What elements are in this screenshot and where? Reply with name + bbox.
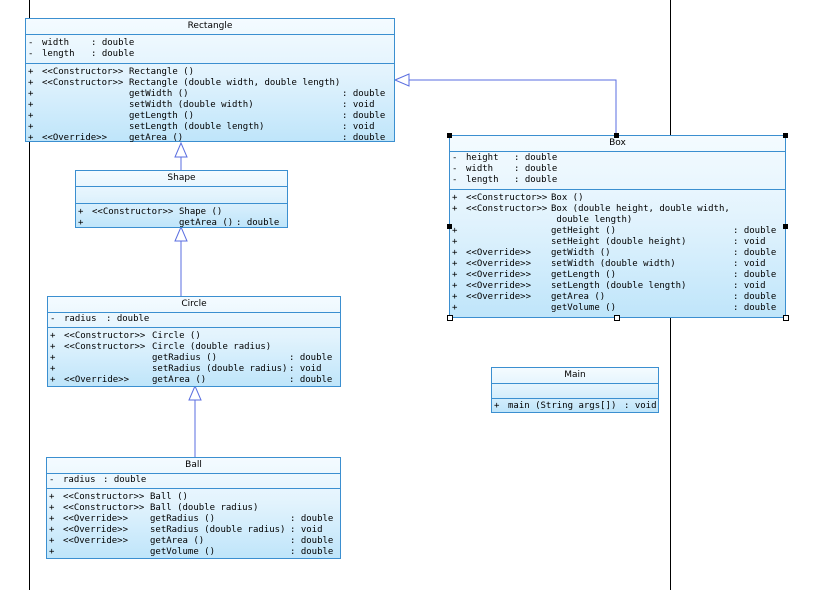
attribute-row: -width: double [28,38,135,48]
operation-row: +<<Override>>getArea (): double [50,375,333,385]
attribute-row: -width: double [452,164,558,174]
class-name: Circle [48,297,340,313]
attributes-section: -width: double -length: double [26,35,394,64]
resize-handle-top-right[interactable] [783,133,788,138]
resize-handle-right[interactable] [783,224,788,229]
operation-row: +setLength (double length): void [28,122,375,132]
operation-row: +<<Override>>getRadius (): double [49,514,334,524]
operation-row: +<<Constructor>>Ball (double radius) [49,503,259,513]
box-to-rectangle-line [409,79,617,135]
operations-section: +<<Constructor>>Rectangle () +<<Construc… [26,64,394,147]
operation-row: +<<Constructor>>Shape () [78,207,223,217]
attribute-row: -radius: double [49,475,147,485]
operation-row: +getVolume (): double [49,547,334,557]
class-name: Main [492,368,658,384]
class-name: Box [450,136,785,152]
operations-section: +<<Constructor>>Box () +<<Constructor>>B… [450,190,785,317]
operation-row: +main (String args[]): void [494,401,657,411]
class-ball[interactable]: Ball -radius: double +<<Constructor>>Bal… [46,457,341,559]
shape-to-rectangle-arrowhead [174,141,188,158]
operation-row: +<<Constructor>>Box (double height, doub… [452,204,730,214]
class-shape[interactable]: Shape +<<Constructor>>Shape () +getArea … [75,170,288,228]
class-rectangle[interactable]: Rectangle -width: double -length: double… [25,18,395,143]
attribute-row: -length: double [28,49,135,59]
resize-handle-top-left[interactable] [447,133,452,138]
circle-to-shape-arrowhead [174,225,188,242]
resize-handle-left[interactable] [447,224,452,229]
resize-handle-bottom-left[interactable] [447,315,453,321]
attribute-row: -length: double [452,175,558,185]
attributes-section [76,187,287,204]
operation-row: +<<Override>>setWidth (double width): vo… [452,259,766,269]
operation-row: +<<Constructor>>Circle (double radius) [50,342,272,352]
operation-row: +<<Override>>getArea (): double [28,133,386,143]
resize-handle-top[interactable] [614,133,619,138]
operation-row: +getWidth (): double [28,89,386,99]
attributes-section: -radius: double [48,313,340,328]
class-circle[interactable]: Circle -radius: double +<<Constructor>>C… [47,296,341,387]
ball-to-circle-arrowhead [188,384,202,401]
attributes-section: -height: double -width: double -length: … [450,152,785,190]
operation-row: +<<Constructor>>Rectangle () [28,67,195,77]
class-name: Ball [47,458,340,474]
attribute-row: -height: double [452,153,558,163]
operation-row: +<<Override>>getWidth (): double [452,248,777,258]
operation-row: +<<Constructor>>Circle () [50,331,201,341]
operation-row: +getArea (): double [78,218,280,228]
operation-row: +<<Override>>getLength (): double [452,270,777,280]
operation-row: +<<Override>>setRadius (double radius): … [49,525,323,535]
operations-section: +<<Constructor>>Ball () +<<Constructor>>… [47,489,340,561]
operation-row: +<<Override>>getArea (): double [452,292,777,302]
operation-row: +getVolume (): double [452,303,777,313]
operations-section: +<<Constructor>>Shape () +getArea (): do… [76,204,287,232]
resize-handle-bottom[interactable] [614,315,620,321]
operation-row: +getRadius (): double [50,353,333,363]
operation-row: +setWidth (double width): void [28,100,375,110]
page-boundary-left [29,0,30,590]
operation-row: +<<Constructor>>Rectangle (double width,… [28,78,341,88]
class-main[interactable]: Main +main (String args[]): void [491,367,659,413]
resize-handle-bottom-right[interactable] [783,315,789,321]
operation-row: +<<Constructor>>Ball () [49,492,188,502]
operation-row: +<<Constructor>>Box () [452,193,584,203]
attributes-section [492,384,658,399]
operation-row: +<<Override>>getArea (): double [49,536,334,546]
operation-row: double length) [551,215,633,225]
operations-section: +main (String args[]): void [492,399,658,414]
class-box[interactable]: Box -height: double -width: double -leng… [449,135,786,318]
class-name: Rectangle [26,19,394,35]
attribute-row: -radius: double [50,314,150,324]
attributes-section: -radius: double [47,474,340,489]
class-name: Shape [76,171,287,187]
operation-row: +setRadius (double radius): void [50,364,322,374]
operation-row: +getLength (): double [28,111,386,121]
operation-row: +setHeight (double height): void [452,237,766,247]
operation-row: +<<Override>>setLength (double length): … [452,281,766,291]
box-to-rectangle-arrowhead [393,73,410,87]
operations-section: +<<Constructor>>Circle () +<<Constructor… [48,328,340,389]
operation-row: +getHeight (): double [452,226,777,236]
